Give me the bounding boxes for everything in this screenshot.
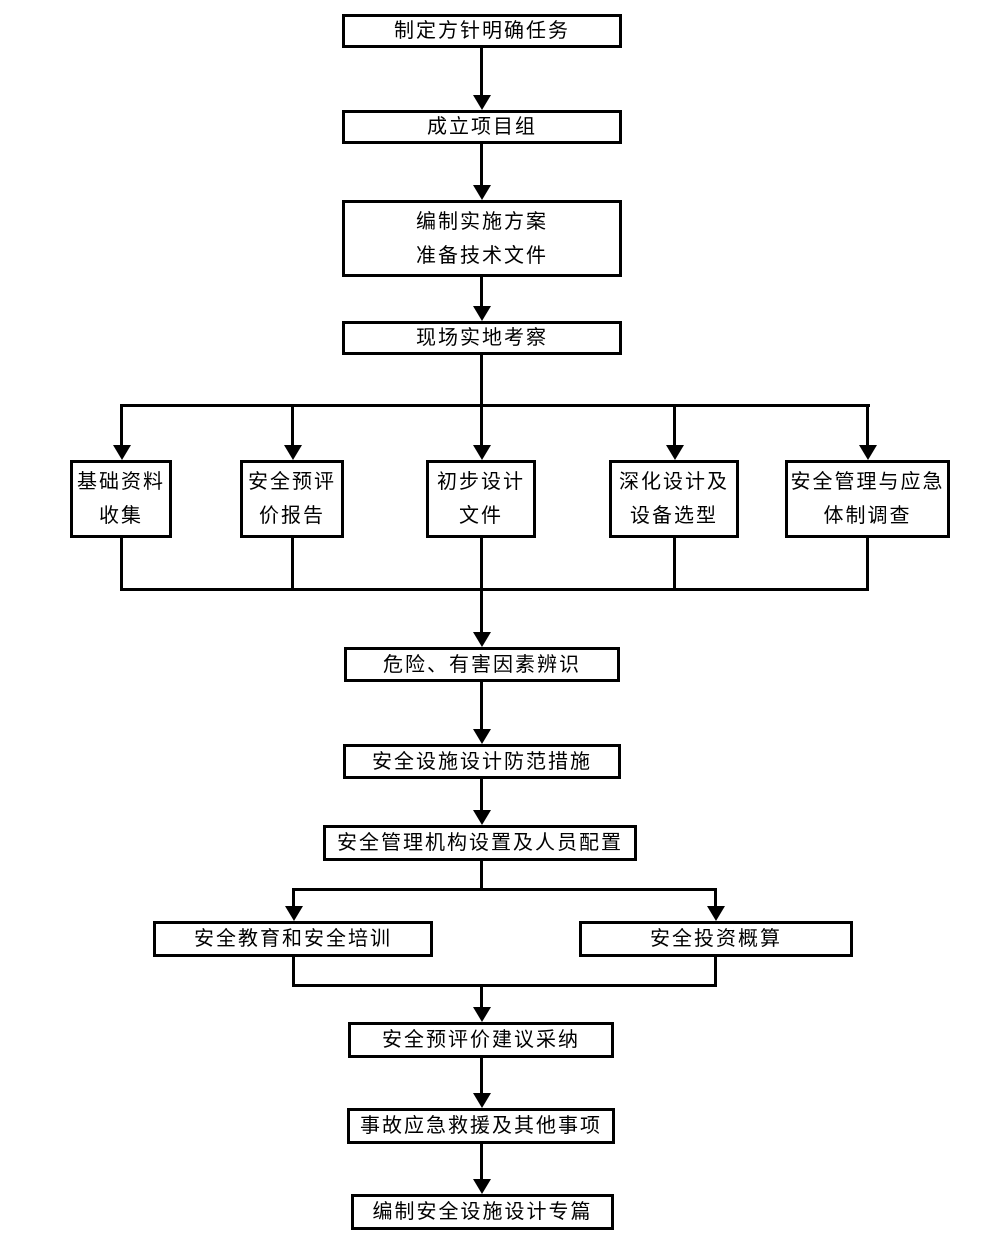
node-detailed-design-equipment-selection: 深化设计及 设备选型 [609, 460, 739, 538]
connector-merge1-center [480, 538, 483, 590]
node-safety-pre-evaluation-report: 安全预评 价报告 [240, 460, 344, 538]
connector-5-stem [480, 682, 483, 729]
connector-merge1-right2 [866, 538, 869, 590]
arrowhead-branch1 [113, 445, 131, 460]
node-hazard-identification: 危险、有害因素辨识 [344, 647, 620, 682]
node-safety-facility-design-measures: 安全设施设计防范措施 [343, 744, 621, 779]
connector-1-stem [480, 48, 483, 95]
connector-merge1-stem [480, 588, 483, 632]
connector-8-stem [480, 1058, 483, 1093]
connector-branchR-stem [714, 888, 717, 906]
connector-merge2-bar [292, 984, 717, 987]
connector-branch3-stem [480, 404, 483, 445]
arrowhead-branch3 [473, 445, 491, 460]
arrowhead-branchR [707, 906, 725, 921]
connector-merge1-left2 [291, 538, 294, 590]
arrowhead-merge2 [473, 1007, 491, 1022]
node-safety-investment-estimate: 安全投资概算 [579, 921, 853, 957]
connector-3-stem [480, 277, 483, 306]
connector-split1-stem [480, 355, 483, 407]
arrowhead-2 [473, 185, 491, 200]
connector-merge2-right [714, 957, 717, 987]
arrowhead-branch2 [284, 445, 302, 460]
connector-branch1-stem [120, 404, 123, 445]
connector-merge1-bar [120, 588, 869, 591]
connector-branch4-stem [673, 404, 676, 445]
connector-branchL-stem [292, 888, 295, 906]
connector-split2-bar [292, 888, 717, 891]
node-site-survey: 现场实地考察 [342, 321, 622, 355]
connector-merge2-stem [480, 984, 483, 1007]
node-preliminary-design-documents: 初步设计 文件 [426, 460, 536, 538]
connector-split2-stem [480, 861, 483, 890]
arrowhead-3 [473, 306, 491, 321]
arrowhead-1 [473, 95, 491, 110]
node-pre-evaluation-suggestions-adoption: 安全预评价建议采纳 [348, 1022, 614, 1058]
node-set-policy-define-tasks: 制定方针明确任务 [342, 14, 622, 48]
node-establish-project-team: 成立项目组 [342, 110, 622, 144]
connector-split1-bar [120, 404, 870, 407]
connector-merge1-right1 [673, 538, 676, 590]
node-safety-education-training: 安全教育和安全培训 [153, 921, 433, 957]
arrowhead-9 [473, 1179, 491, 1194]
arrowhead-branchL [285, 906, 303, 921]
connector-merge1-left1 [120, 538, 123, 590]
connector-branch5-stem [866, 404, 869, 445]
arrowhead-8 [473, 1093, 491, 1108]
arrowhead-5 [473, 729, 491, 744]
arrowhead-branch5 [859, 445, 877, 460]
connector-merge2-left [292, 957, 295, 987]
connector-2-stem [480, 144, 483, 185]
node-prepare-plan-and-documents: 编制实施方案 准备技术文件 [342, 200, 622, 277]
connector-6-stem [480, 779, 483, 810]
node-basic-data-collection: 基础资料 收集 [70, 460, 172, 538]
node-emergency-rescue-other-matters: 事故应急救援及其他事项 [347, 1108, 615, 1144]
node-safety-management-emergency-system-survey: 安全管理与应急 体制调查 [785, 460, 950, 538]
node-safety-org-staffing: 安全管理机构设置及人员配置 [323, 825, 637, 861]
connector-9-stem [480, 1144, 483, 1179]
connector-branch2-stem [291, 404, 294, 445]
node-compile-safety-facility-design-chapter: 编制安全设施设计专篇 [351, 1194, 614, 1230]
arrowhead-branch4 [666, 445, 684, 460]
arrowhead-merge1 [473, 632, 491, 647]
arrowhead-6 [473, 810, 491, 825]
